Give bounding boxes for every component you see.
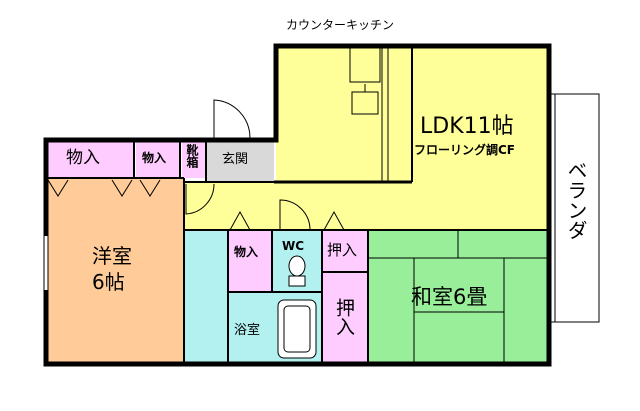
balcony-outline xyxy=(548,93,600,323)
window-marks xyxy=(43,236,49,290)
doors xyxy=(47,99,345,231)
storage-wc-label: 物入 xyxy=(234,245,259,259)
interior-walls xyxy=(46,46,549,364)
yoshitsu-fill xyxy=(46,178,184,364)
outer-walls xyxy=(43,43,552,367)
storage-left-label: 物入 xyxy=(66,148,100,168)
entrance-fill xyxy=(206,140,274,182)
tatami-lines xyxy=(368,230,549,364)
storage-wc-fill xyxy=(228,230,272,292)
entrance-label: 玄関 xyxy=(222,152,249,167)
bathtub xyxy=(277,299,317,359)
washitsu-label: 和室6畳 xyxy=(411,285,488,309)
balcony-label: ベランダ xyxy=(564,160,588,240)
yoshitsu-label-line2: 6帖 xyxy=(92,270,125,294)
storage-small-label: 物入 xyxy=(142,151,167,165)
closet-small-label: 押入 xyxy=(327,241,358,259)
kitchen-counter xyxy=(349,46,389,182)
closet-big-fill xyxy=(322,272,368,364)
corridor-fill xyxy=(184,182,368,230)
shoe-box-fill xyxy=(182,140,206,178)
wc-toilet xyxy=(288,255,306,287)
bath-label: 浴室 xyxy=(234,323,261,338)
ldk-label: LDK11帖 xyxy=(420,114,514,139)
closet-big-label: 押入 xyxy=(333,298,355,336)
counter-kitchen-label: カウンターキッチン xyxy=(286,18,395,32)
storage-small-fill xyxy=(136,140,180,178)
yoshitsu-label-line1: 洋室 xyxy=(92,244,132,268)
shoe-box-label: 靴箱 xyxy=(185,144,199,168)
ldk-sub-label: フローリング調CF xyxy=(414,143,516,157)
storage-left-fill xyxy=(46,140,134,178)
wc-label: WC xyxy=(282,239,305,253)
closet-small-fill xyxy=(322,230,368,272)
washroom-fill xyxy=(184,230,228,364)
